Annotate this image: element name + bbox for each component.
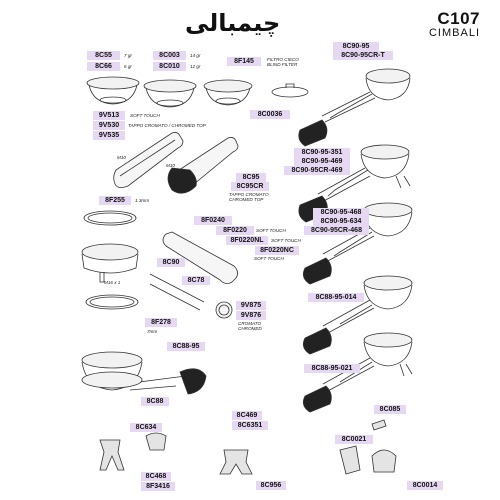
note-blind-filter: BLIND FILTER	[267, 62, 298, 67]
label-8c78: 8C78	[182, 276, 210, 285]
label-8c90-95-351: 8C90-95-351	[294, 148, 350, 157]
brand-block: C107 CIMBALI	[400, 10, 480, 39]
spout-8c956	[220, 450, 252, 474]
note-7gr: 7 gr	[124, 53, 132, 58]
blind-filter	[204, 80, 252, 105]
label-8f255: 8F255	[99, 196, 131, 205]
label-8f278: 8F278	[145, 318, 177, 327]
label-9v876: 9V876	[236, 311, 266, 320]
label-8c0036: 8C0036	[250, 110, 290, 119]
label-8c6351: 8C6351	[232, 421, 268, 430]
note-soft-touch-2: SOFT TOUCH	[256, 228, 286, 233]
group-ring-8c90	[82, 244, 138, 282]
label-8c956: 8C956	[256, 481, 286, 490]
handle-8c78	[150, 232, 238, 310]
label-9v535: 9V535	[93, 131, 125, 140]
note-m10: M10	[117, 155, 126, 160]
note-soft-touch-1: SOFT TOUCH	[130, 113, 160, 118]
spout-8c0021	[340, 446, 360, 474]
gasket-8f278	[86, 295, 138, 309]
note-7mm: 7mm	[147, 329, 158, 334]
label-8c085: 8C085	[374, 405, 406, 414]
portafilter-8c88-95	[82, 352, 206, 394]
maker-name: CIMBALI	[428, 27, 480, 39]
label-9v875: 9V875	[236, 301, 266, 310]
spout-8c468	[100, 440, 124, 470]
label-8f145: 8F145	[227, 57, 261, 66]
note-m16: M16 x 1	[104, 280, 121, 285]
portafilter-8c88-95-021	[303, 333, 412, 412]
note-tappo-2: TAPPO CROMATO	[229, 192, 269, 197]
spring-clip	[272, 84, 308, 97]
label-8c88: 8C88	[141, 397, 169, 406]
label-8c88-95: 8C88-95	[167, 342, 205, 351]
note-m10b: M10	[166, 163, 175, 168]
note-soft-touch-3: SOFT TOUCH	[271, 238, 301, 243]
label-8c88-95-014: 8C88-95-014	[308, 293, 364, 302]
label-8f0240: 8F0240	[194, 216, 232, 225]
note-12gr: 12 gr	[190, 64, 201, 69]
label-8c90-95cr-469: 8C90-95CR-469	[284, 166, 350, 175]
note-14gr: 14 gr	[190, 53, 201, 58]
label-8c469: 8C469	[232, 411, 262, 420]
label-8c634: 8C634	[130, 423, 162, 432]
label-8c95cr: 8C95CR	[231, 182, 269, 191]
label-8c010: 8C010	[153, 62, 186, 71]
label-8c90-95: 8C90-95	[333, 42, 379, 51]
note-cromato: CROMATO	[238, 321, 262, 326]
note-chromed-2: CHROMED TOP	[229, 197, 264, 202]
label-9v530: 9V530	[93, 121, 125, 130]
label-8c90-95-468: 8C90-95-468	[313, 208, 369, 217]
label-8c0014: 8C0014	[407, 481, 443, 490]
label-8c90-95-634: 8C90-95-634	[313, 217, 369, 226]
note-tappo-1: TAPPO CROMATO / CHROMED TOP	[128, 123, 206, 128]
portafilter-8c88-95-014	[303, 276, 412, 354]
model-name: C107	[437, 9, 480, 28]
handle-9v513	[114, 132, 183, 187]
label-8c0021: 8C0021	[335, 435, 373, 444]
spout-8c634	[146, 433, 166, 450]
handle-8c95	[168, 137, 238, 193]
gasket-8f255	[84, 211, 136, 225]
filter-basket-medium	[144, 80, 196, 107]
label-8c88-95-021: 8C88-95-021	[304, 364, 360, 373]
note-chromed-3: CHROMED	[238, 326, 262, 331]
label-8c90: 8C90	[157, 258, 185, 267]
note-filtro-cieco: FILTRO CIECO	[267, 57, 299, 62]
label-8f0220: 8F0220	[216, 226, 254, 235]
page-title: چیمبالی	[185, 9, 281, 37]
knob-9v875	[216, 302, 232, 318]
portafilter-8c90-95	[299, 69, 410, 146]
portafilter-8c88	[82, 372, 142, 388]
label-8c468: 8C468	[141, 472, 171, 481]
filter-basket-small	[87, 77, 139, 104]
note-soft-touch-4: SOFT TOUCH	[254, 256, 284, 261]
label-8f0220nc: 8F0220NC	[255, 246, 299, 255]
portafilter-8c90-95-468	[303, 203, 412, 284]
label-8c66: 8C66	[87, 62, 120, 71]
label-9v513: 9V513	[93, 111, 125, 120]
note-6gr: 6 gr	[124, 64, 132, 69]
label-8c003: 8C003	[153, 51, 186, 60]
label-8c90-95-469: 8C90-95-469	[294, 157, 350, 166]
label-8f0220nl: 8F0220NL	[226, 236, 268, 245]
note-1-3mm: 1.3mm	[135, 198, 150, 203]
label-8c95: 8C95	[236, 173, 266, 182]
label-8c90-95cr-t: 8C90-95CR-T	[333, 51, 393, 60]
label-8f3416: 8F3416	[141, 482, 175, 491]
label-8c55: 8C55	[87, 51, 120, 60]
spout-8c0014	[372, 450, 396, 472]
label-8c90-95cr-468: 8C90-95CR-468	[304, 226, 369, 235]
screw-8c085	[372, 420, 386, 430]
